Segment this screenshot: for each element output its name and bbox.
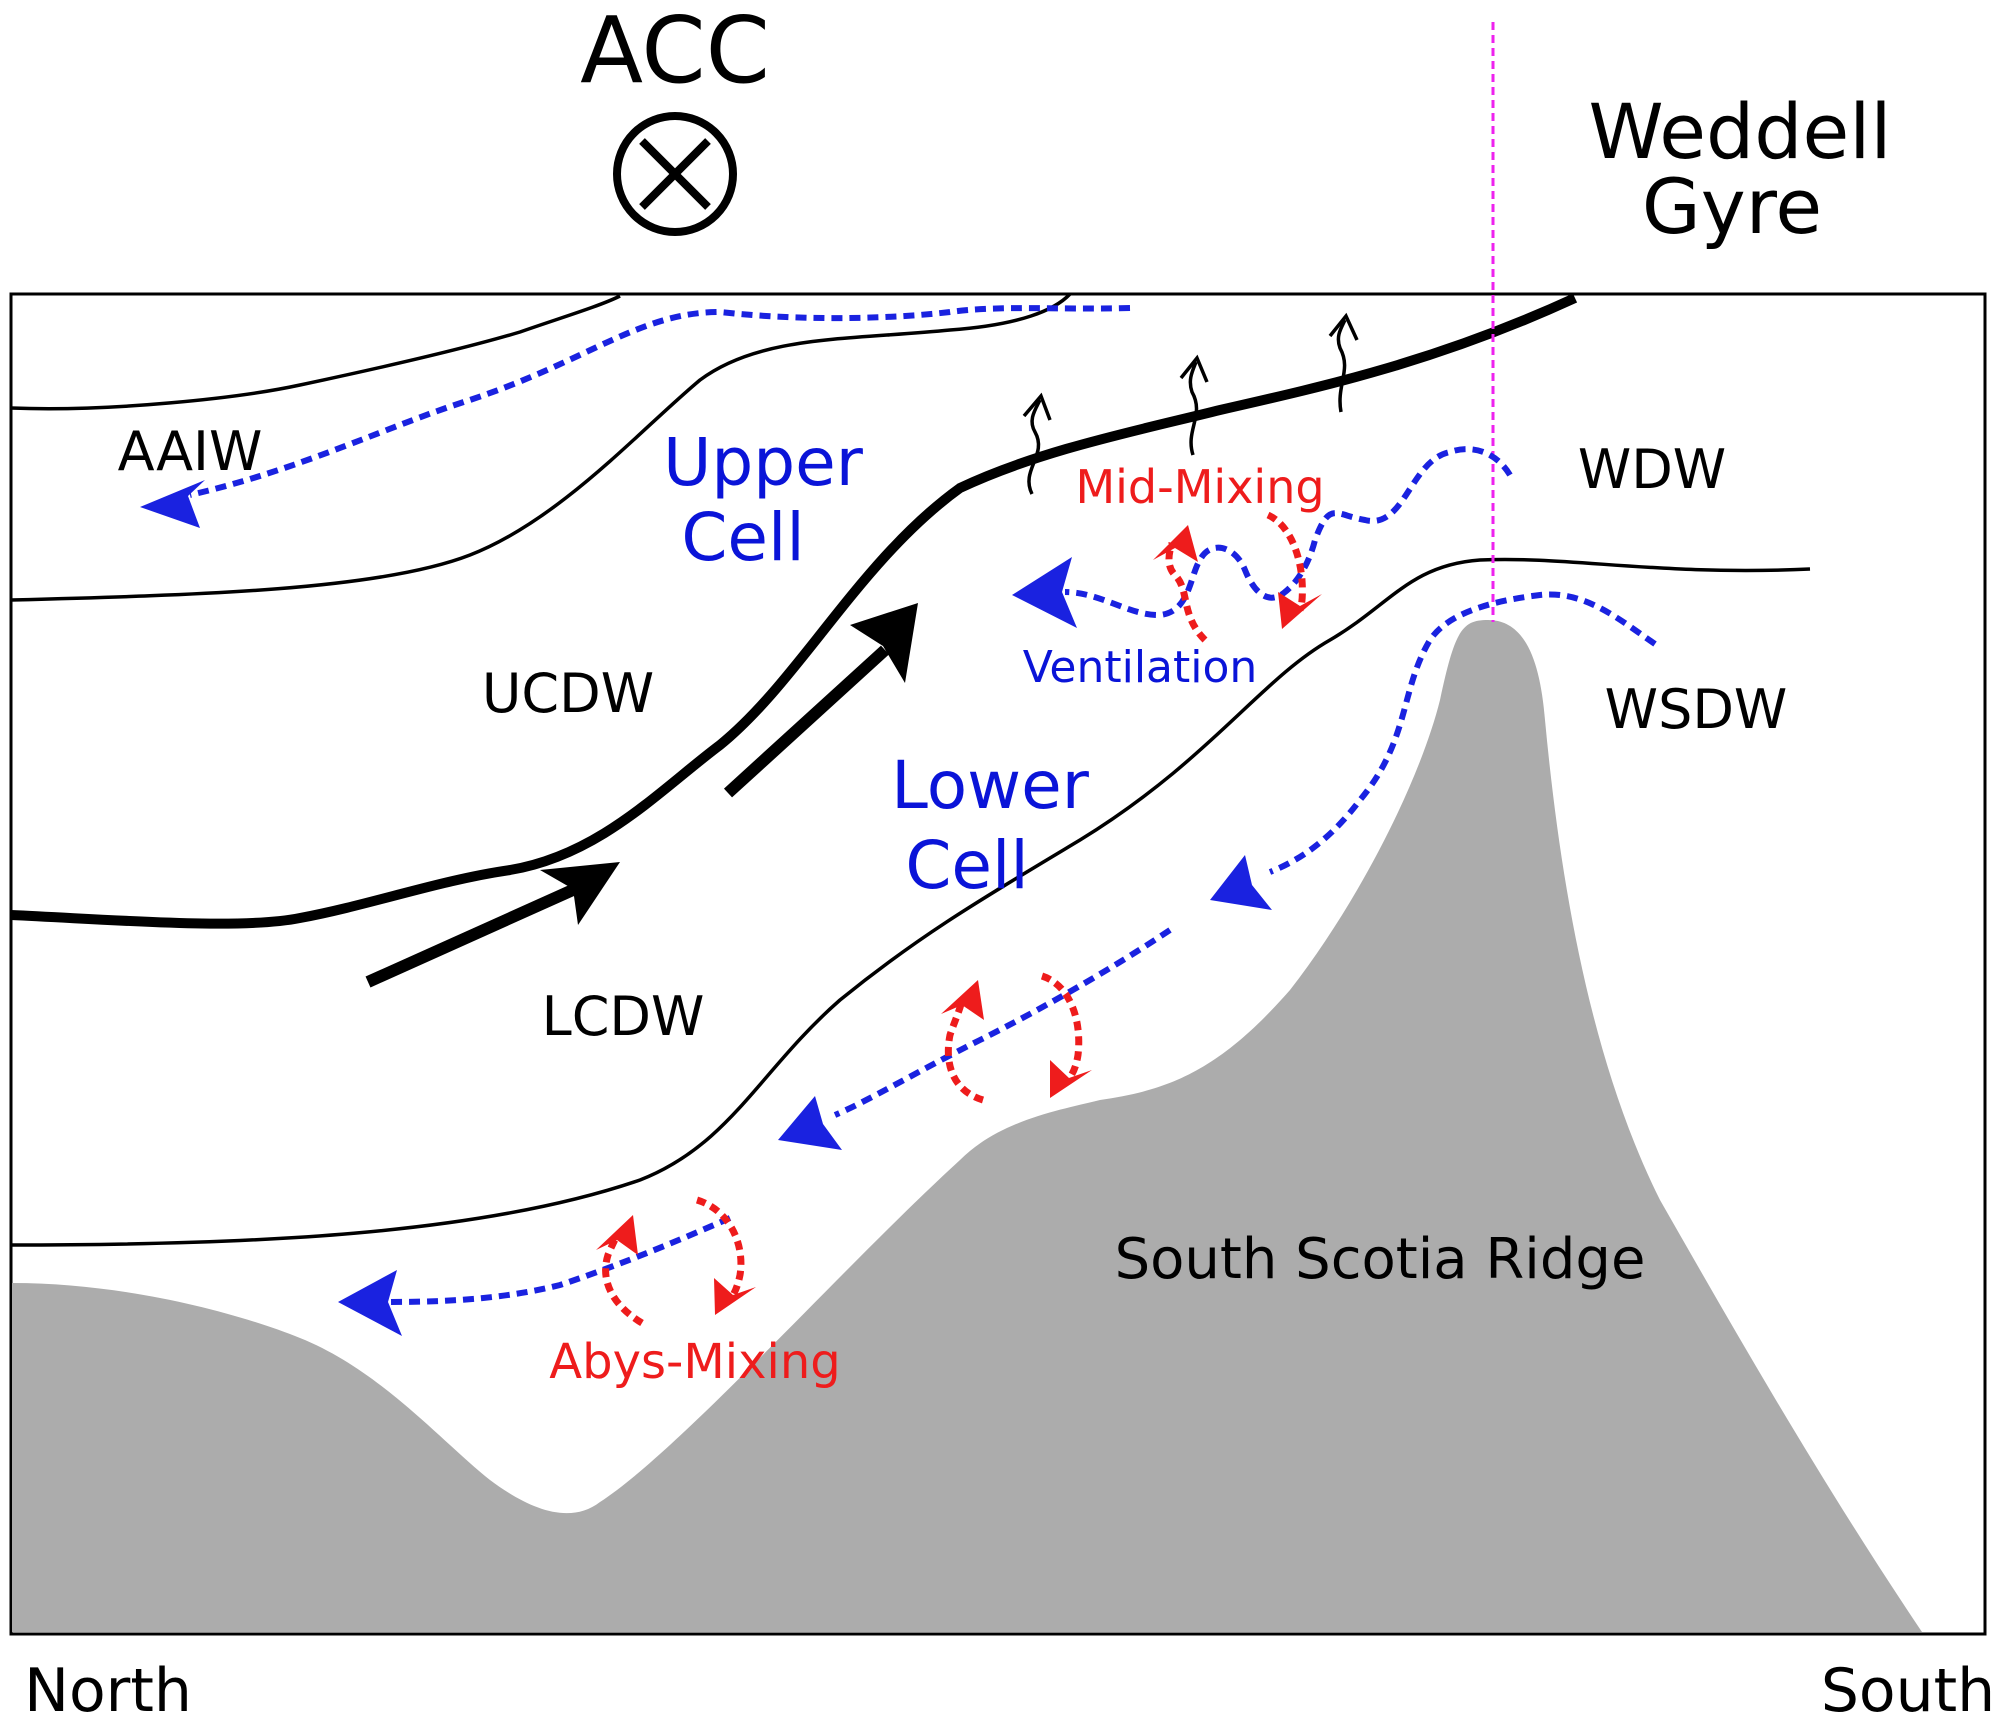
wdw-label: WDW [1578,438,1726,501]
weddell-gyre-label-line1: Weddell [1589,87,1892,176]
section-frame [9,292,1987,1636]
abyssal-mixing-loop-left [596,1215,644,1327]
upper-cell-label-line1: Upper [663,424,864,501]
north-axis-label: North [24,1656,192,1719]
lower-cell-label-line2: Cell [905,827,1028,904]
upper-cell-label-line2: Cell [681,499,804,576]
deep-mixing-loop-left [941,980,985,1104]
upper-cell-upwelling-arrow [723,603,918,798]
ridge-topography [12,620,1922,1632]
upwelling-small-arrow-1 [1022,392,1052,495]
upwelling-small-arrow-2 [1179,354,1209,456]
ventilation-flow-arrow [1012,446,1513,628]
lower-cell-label-line1: Lower [891,747,1090,824]
weddell-gyre-label-line2: Gyre [1642,162,1822,251]
water-boundary-wsdw-top [10,557,1811,1247]
water-boundary-aaiw-bottom [10,292,1072,602]
acc-title: ACC [580,0,770,104]
mid-mixing-loop-left [1153,525,1208,643]
abys-mixing-label: Abys-Mixing [549,1334,840,1390]
acc-into-page-icon [613,112,737,236]
mid-mixing-label: Mid-Mixing [1075,460,1324,514]
aaiw-label: AAIW [118,420,263,483]
wsdw-descent-flow-arrow-1 [1210,591,1657,910]
ucdw-label: UCDW [482,662,654,725]
aaiw-flow-arrow [140,305,1131,528]
ventilation-label: Ventilation [1023,642,1258,693]
water-boundary-aaiw-top [10,294,621,411]
mid-mixing-loop-right [1266,511,1322,629]
abyssal-mixing-loop-right [695,1196,756,1315]
south-scotia-ridge-label: South Scotia Ridge [1115,1227,1646,1292]
south-axis-label: South [1821,1656,1993,1719]
upper-lower-cell-boundary [10,293,1578,929]
upwelling-small-arrow-3 [1328,312,1359,413]
deep-mixing-loop-right [1040,972,1092,1098]
wsdw-label: WSDW [1605,678,1788,741]
abyssal-flow-arrow [338,1215,732,1336]
wsdw-descent-flow-arrow-2 [778,927,1172,1150]
lower-cell-upwelling-arrow [365,862,620,988]
lcdw-label: LCDW [542,985,705,1048]
